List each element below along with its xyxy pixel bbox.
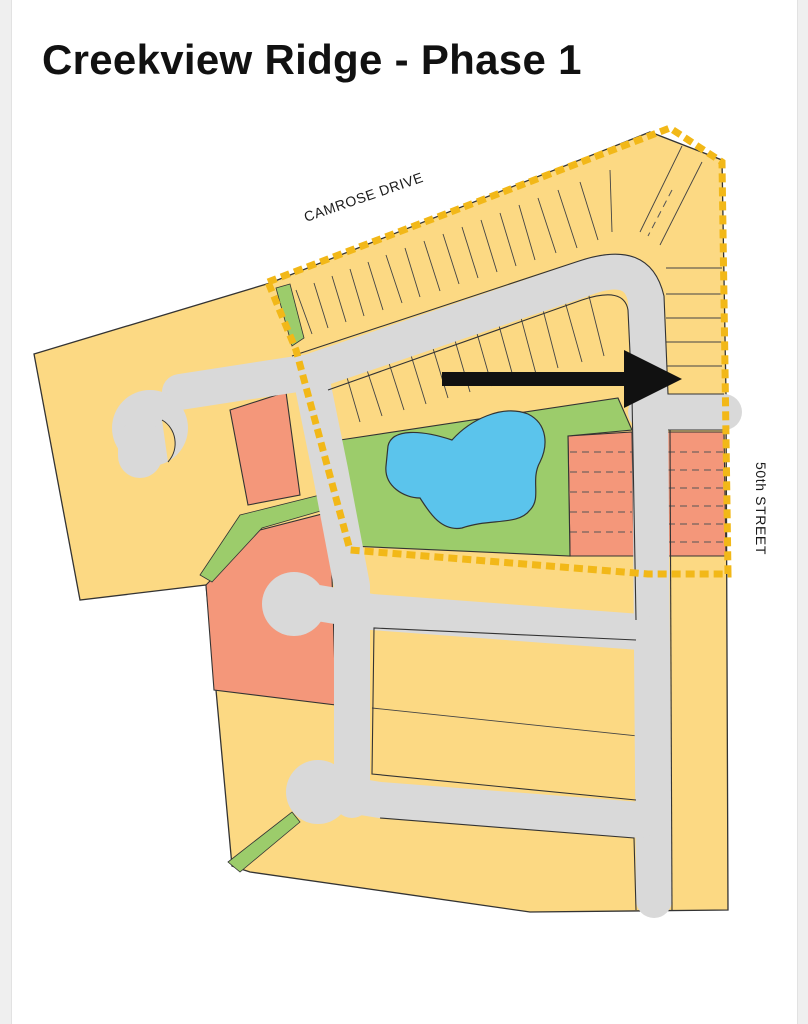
- street-label-50th-street: 50th STREET: [753, 462, 769, 555]
- road-edges: [291, 253, 724, 911]
- cul-de-sac-south: [286, 760, 350, 824]
- road-west-spur: [162, 354, 328, 410]
- north-lot-lines: [295, 145, 722, 367]
- page-edge-right: [797, 0, 808, 1024]
- phase-1-boundary: [263, 124, 732, 578]
- cul-de-sac-west-notch: [161, 419, 176, 463]
- street-label-camrose-drive: CAMROSE DRIVE: [302, 169, 426, 225]
- page-title: Creekview Ridge - Phase 1: [42, 36, 582, 83]
- green-space-strip-south: [227, 811, 301, 873]
- cul-de-sac-middle: [262, 572, 326, 636]
- multi-family-parcel-east: [665, 431, 727, 557]
- page-edge-left: [0, 0, 12, 1024]
- pond: [385, 410, 546, 529]
- multi-family-parcel-west-upper: [229, 391, 301, 506]
- arrow-right-icon: [442, 350, 682, 408]
- parcel-dashed-lines: [570, 189, 724, 543]
- multi-family-parcel-central: [567, 431, 635, 557]
- road-north-loop: [292, 253, 672, 918]
